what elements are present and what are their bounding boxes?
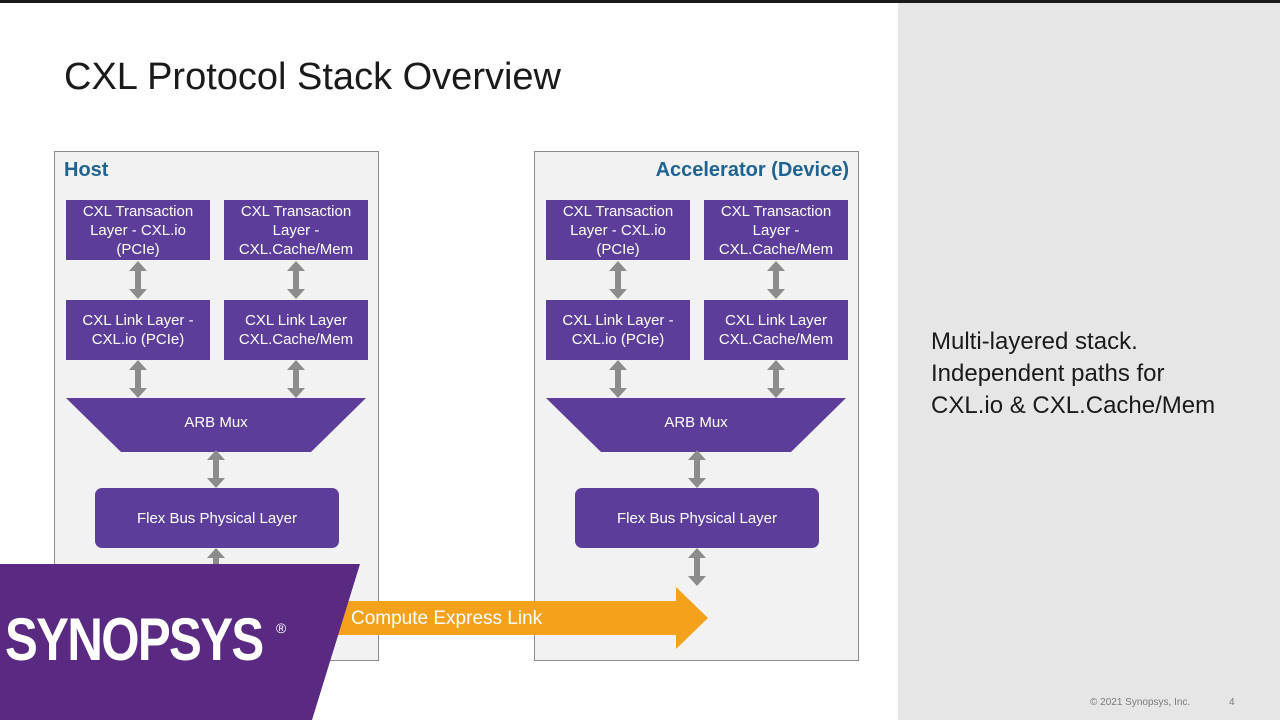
device-label: Accelerator (Device) (655, 159, 849, 181)
slide-title: CXL Protocol Stack Overview (64, 56, 561, 98)
device-arb-mux-shape (546, 398, 846, 452)
device-phy-box: Flex Bus Physical Layer (575, 488, 819, 548)
device-arb-mux-label: ARB Mux (664, 414, 728, 431)
synopsys-logo: SYNOPSYS (5, 606, 264, 673)
copyright-footer: © 2021 Synopsys, Inc. (1090, 697, 1191, 708)
host-arb-mux-label: ARB Mux (184, 414, 248, 431)
device-cache-tx-link-arrow (766, 261, 786, 299)
host-phy-box: Flex Bus Physical Layer (95, 488, 339, 548)
synopsys-logo-background (0, 564, 360, 720)
host-cache-link-mux-arrow (286, 360, 306, 398)
device-link-io-box: CXL Link Layer -CXL.io (PCIe) (546, 300, 690, 360)
compute-express-link-label: Compute Express Link (351, 608, 543, 629)
device-cache-link-mux-arrow (766, 360, 786, 398)
device-io-link-mux-arrow (608, 360, 628, 398)
host-io-link-mux-arrow (128, 360, 148, 398)
slide-description: Multi-layered stack. Independent paths f… (931, 328, 1216, 419)
host-label: Host (64, 159, 109, 181)
host-link-io-box: CXL Link Layer -CXL.io (PCIe) (66, 300, 210, 360)
device-io-tx-link-arrow (608, 261, 628, 299)
registered-mark: ® (276, 620, 287, 636)
top-border-line (0, 0, 1280, 3)
device-phy-link-arrow (687, 548, 707, 586)
right-panel (898, 3, 1280, 720)
page-number: 4 (1229, 697, 1235, 708)
host-io-tx-link-arrow (128, 261, 148, 299)
host-mux-phy-arrow (206, 450, 226, 488)
host-cache-tx-link-arrow (286, 261, 306, 299)
compute-express-link-arrow (330, 587, 708, 649)
host-arb-mux-shape (66, 398, 366, 452)
device-mux-phy-arrow (687, 450, 707, 488)
